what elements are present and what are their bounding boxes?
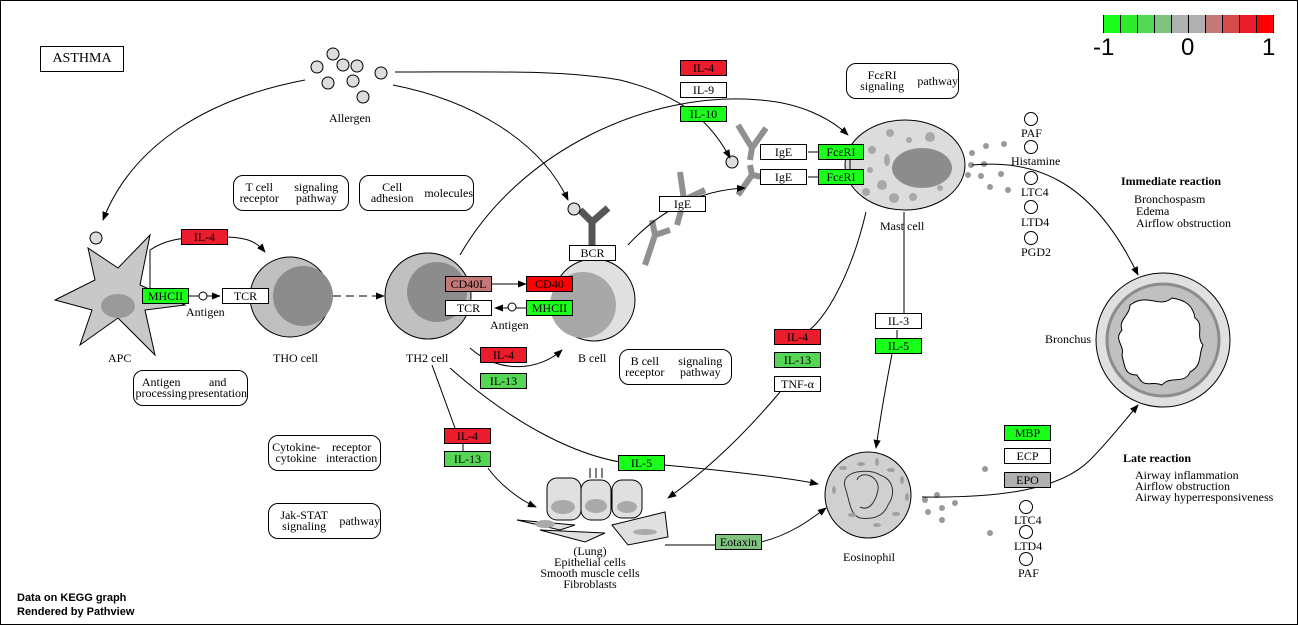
- compound-circle[interactable]: [1024, 112, 1038, 126]
- gene-ige[interactable]: IgE: [760, 144, 807, 160]
- ige-antibody-icons: [642, 123, 769, 266]
- late-item: Airway hyperresponsiveness: [1135, 490, 1274, 504]
- gene-tcr[interactable]: TCR: [222, 288, 269, 304]
- compound-ltc4: LTC4: [1021, 185, 1049, 199]
- allergen-particles: [89, 47, 739, 245]
- gene-epo[interactable]: EPO: [1004, 472, 1051, 488]
- bronchus-label: Bronchus: [1045, 332, 1091, 346]
- gene-il3[interactable]: IL-3: [875, 313, 922, 329]
- legend-swatch: [1172, 15, 1189, 33]
- gene-il13[interactable]: IL-13: [444, 451, 491, 467]
- mast-cell-label: Mast cell: [880, 219, 925, 233]
- bcell-label: B cell: [578, 351, 607, 365]
- legend-swatch: [1257, 15, 1274, 33]
- gene-il13[interactable]: IL-13: [480, 373, 527, 389]
- gene-ige[interactable]: IgE: [760, 169, 807, 185]
- lung-cells: [516, 468, 669, 546]
- compound-circle[interactable]: [1019, 552, 1033, 566]
- legend-swatch: [1223, 15, 1240, 33]
- gene-cd40l[interactable]: CD40L: [445, 276, 492, 292]
- gene-tcr[interactable]: TCR: [445, 300, 492, 316]
- gene-il13[interactable]: IL-13: [774, 352, 821, 368]
- th0-label: THO cell: [273, 351, 318, 365]
- allergen-label: Allergen: [329, 111, 371, 125]
- compound-pgd2: PGD2: [1021, 245, 1052, 259]
- legend-swatch: [1189, 15, 1206, 33]
- legend-swatch: [1138, 15, 1155, 33]
- th2-label: TH2 cell: [406, 351, 449, 365]
- late-item: Airflow obstruction: [1135, 479, 1230, 493]
- legend-swatch: [1104, 15, 1121, 33]
- compound-ltc4: LTC4: [1014, 513, 1042, 527]
- th2-cell: [384, 252, 472, 340]
- gene-fceri[interactable]: FcεRI: [818, 144, 864, 160]
- compound-ltd4: LTD4: [1014, 539, 1043, 553]
- bcr-antibody-icon: [577, 205, 611, 245]
- gene-mhcii[interactable]: MHCII: [526, 300, 573, 316]
- gene-il5[interactable]: IL-5: [618, 455, 665, 471]
- compound-circle[interactable]: [1024, 200, 1038, 214]
- antigen-label: Antigen: [186, 305, 225, 319]
- gene-eotaxin[interactable]: Eotaxin: [715, 534, 762, 550]
- immediate-reaction-title: Immediate reaction: [1121, 174, 1222, 188]
- pathway-title: ASTHMA: [40, 46, 124, 72]
- legend-min-label: -1: [1093, 34, 1115, 61]
- apc-cell: [53, 233, 187, 357]
- gene-tnfa[interactable]: TNF-α: [774, 376, 821, 392]
- immediate-item: Edema: [1136, 204, 1170, 218]
- legend-mid-label: 0: [1181, 34, 1195, 61]
- footer-line1: Data on KEGG graph: [17, 592, 127, 604]
- gene-ecp[interactable]: ECP: [1004, 448, 1051, 464]
- mast-cell: [844, 119, 1011, 211]
- gene-il4[interactable]: IL-4: [774, 329, 821, 345]
- gene-mhcii[interactable]: MHCII: [142, 288, 189, 304]
- bronchus: [1095, 272, 1231, 408]
- footer-line2: Rendered by Pathview: [17, 606, 135, 618]
- compound-circle[interactable]: [1019, 500, 1033, 514]
- legend-swatch: [1240, 15, 1257, 33]
- eosinophil-label: Eosinophil: [843, 550, 896, 564]
- color-legend: [1103, 15, 1274, 33]
- antigen-label: Antigen: [490, 318, 529, 332]
- th0-cell: [249, 256, 333, 338]
- late-item: Airway inflammation: [1135, 468, 1239, 482]
- compound-circle[interactable]: [1024, 140, 1038, 154]
- gene-bcr[interactable]: BCR: [569, 245, 616, 261]
- immediate-item: Bronchospasm: [1134, 192, 1206, 206]
- gene-mbp[interactable]: MBP: [1004, 425, 1051, 441]
- eosinophil-cell: [824, 451, 993, 539]
- gene-il4[interactable]: IL-4: [480, 347, 527, 363]
- legend-swatch: [1155, 15, 1172, 33]
- immediate-item: Airflow obstruction: [1136, 216, 1231, 230]
- compound-histamine: Histamine: [1011, 154, 1061, 168]
- legend-swatch: [1121, 15, 1138, 33]
- late-reaction-title: Late reaction: [1123, 451, 1192, 465]
- gene-il5[interactable]: IL-5: [875, 338, 922, 354]
- gene-il9[interactable]: IL-9: [680, 82, 727, 98]
- gene-ige[interactable]: IgE: [659, 196, 706, 212]
- gene-il10[interactable]: IL-10: [680, 106, 727, 122]
- gene-cd40[interactable]: CD40: [526, 276, 573, 292]
- apc-label: APC: [108, 351, 132, 365]
- compound-circle[interactable]: [1024, 231, 1038, 245]
- compound-ltd4: LTD4: [1021, 215, 1050, 229]
- legend-max-label: 1: [1262, 34, 1276, 61]
- compound-paf: PAF: [1021, 126, 1042, 140]
- legend-swatch: [1206, 15, 1223, 33]
- compound-paf: PAF: [1018, 566, 1039, 580]
- gene-il4[interactable]: IL-4: [181, 229, 228, 245]
- gene-fceri[interactable]: FcεRI: [818, 169, 864, 185]
- gene-il4[interactable]: IL-4: [444, 428, 491, 444]
- compound-circle[interactable]: [1024, 171, 1038, 185]
- compound-circle[interactable]: [1019, 525, 1033, 539]
- gene-il4[interactable]: IL-4: [680, 60, 727, 76]
